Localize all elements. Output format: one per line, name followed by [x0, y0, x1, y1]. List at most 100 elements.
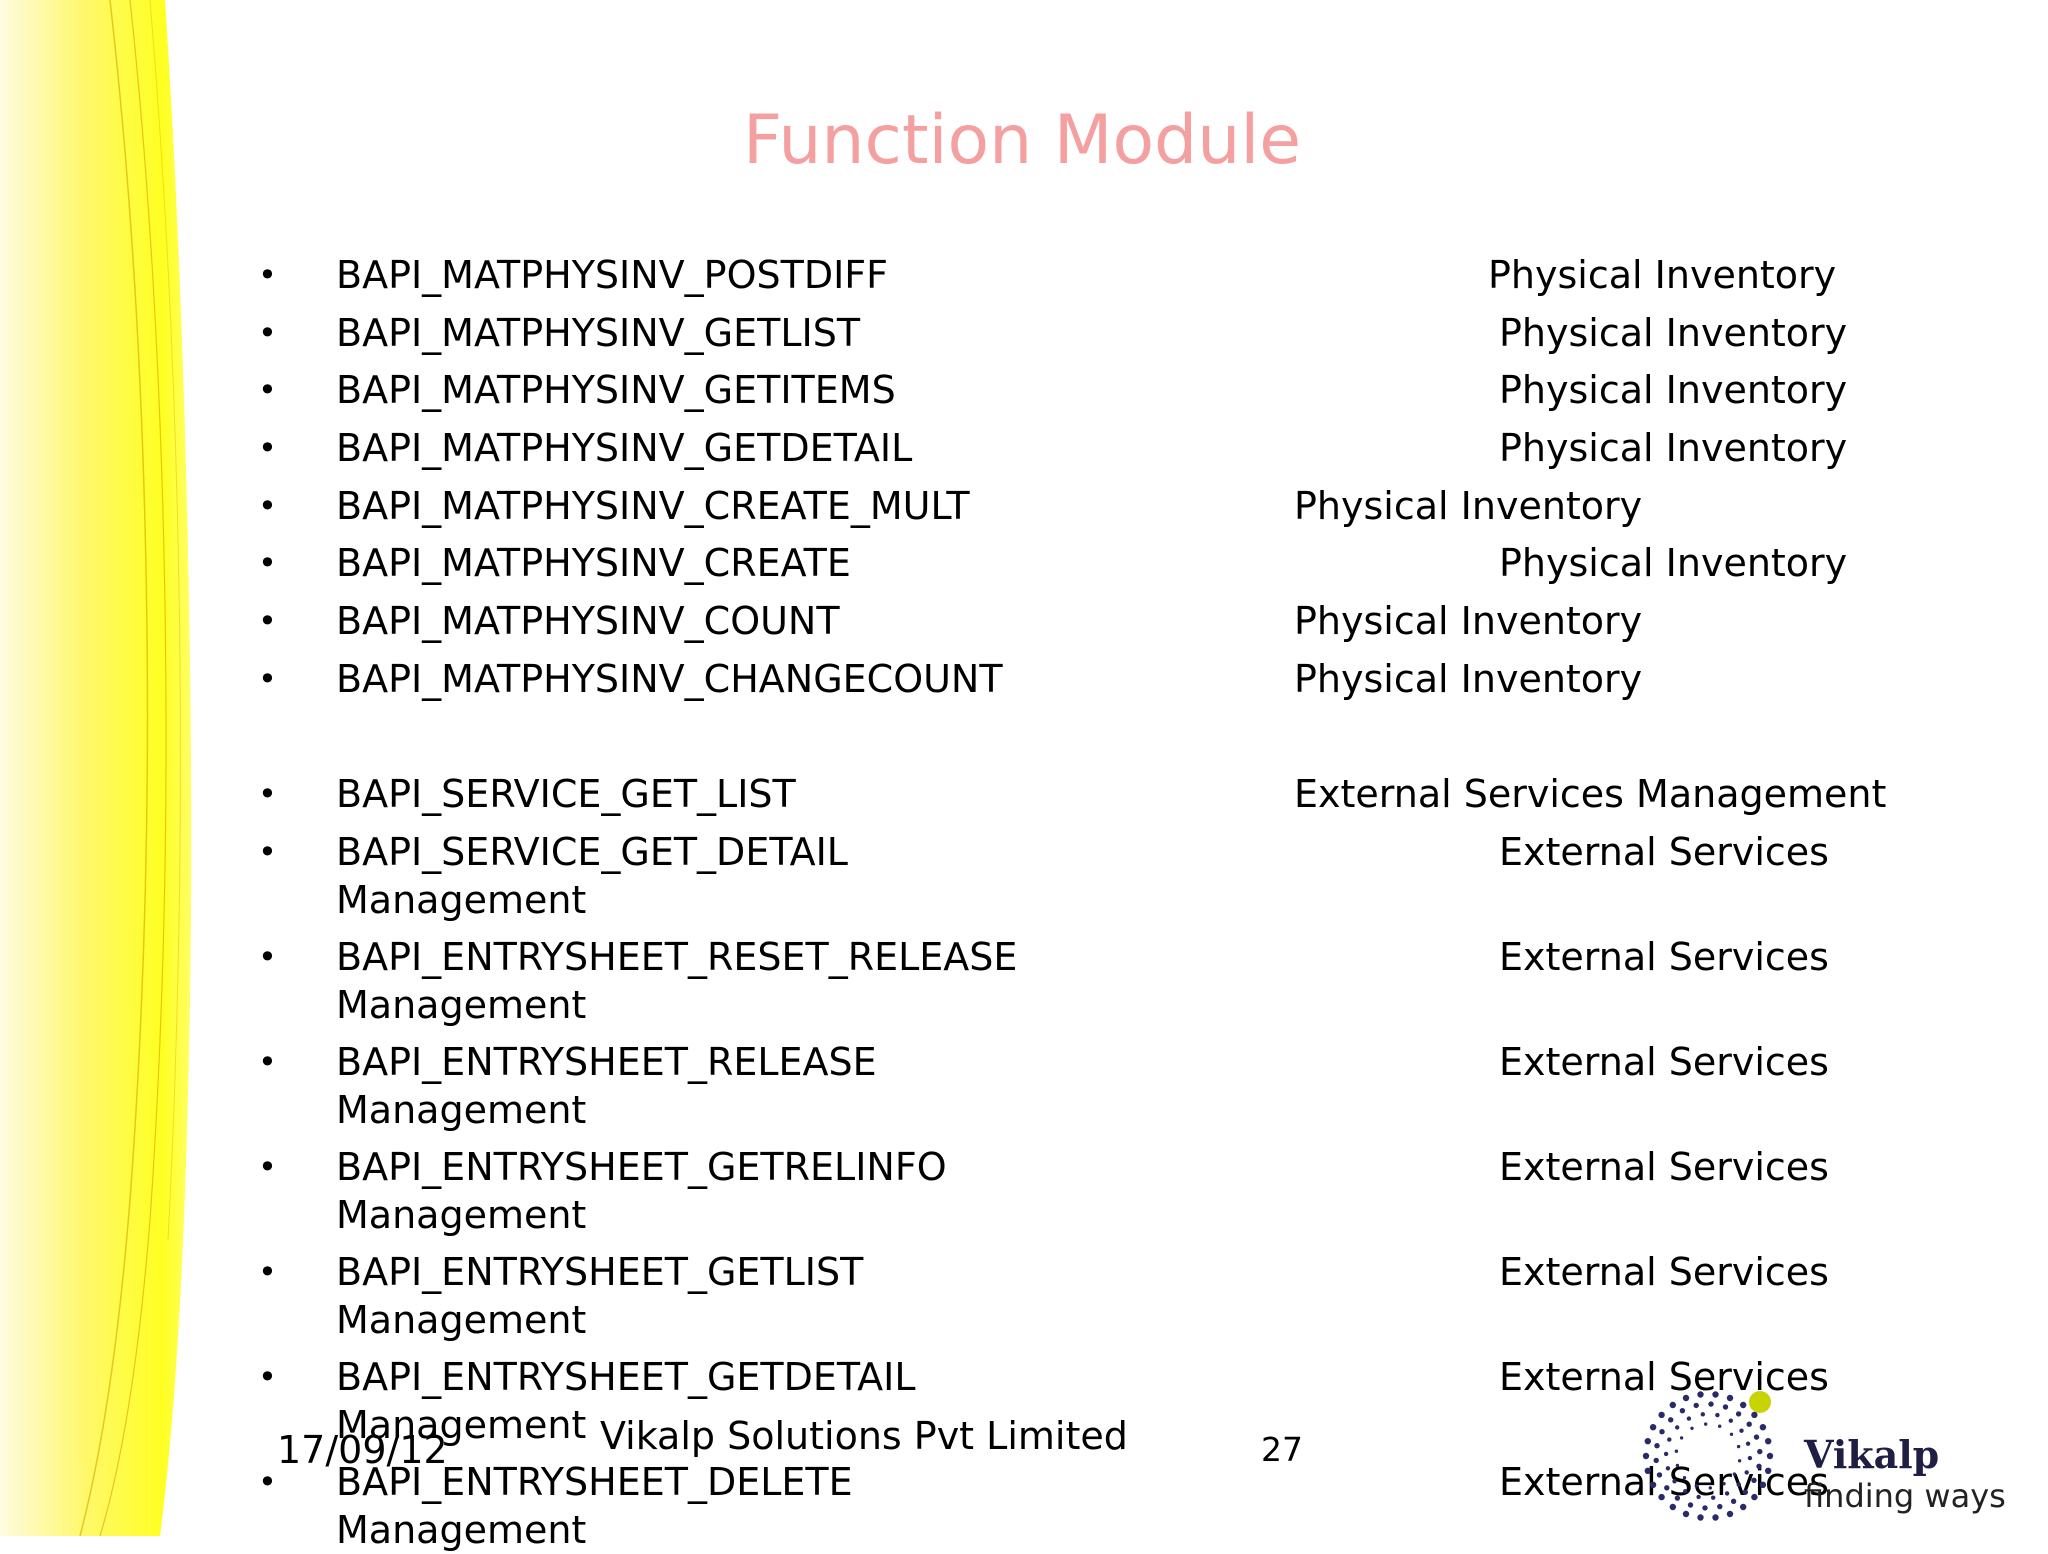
function-category: Physical Inventory [1499, 311, 1848, 355]
logo-dot [1682, 1510, 1690, 1518]
logo-dot [1704, 1422, 1708, 1426]
logo-dot [1765, 1438, 1772, 1445]
logo-dot [1642, 1452, 1650, 1460]
logo-dot [1756, 1463, 1762, 1469]
logo-dot [1717, 1503, 1723, 1510]
bullet-icon: • [258, 833, 277, 871]
function-category: Physical Inventory [1294, 599, 1643, 643]
footer-page-number: 27 [1261, 1430, 1303, 1469]
function-category-wrap: Management [336, 1193, 587, 1237]
logo-dot [1667, 1437, 1672, 1442]
bullet-icon: • [258, 1253, 277, 1291]
logo-dot [1696, 1494, 1701, 1500]
function-name: BAPI_MATPHYSINV_POSTDIFF [336, 253, 889, 297]
function-category-wrap: Management [336, 878, 587, 922]
logo-dot [1739, 1428, 1744, 1433]
logo-dot [1736, 1482, 1741, 1487]
logo-dot [1729, 1432, 1734, 1436]
bullet-icon: • [258, 938, 277, 976]
logo-dot [1675, 1425, 1680, 1430]
function-category-wrap: Management [336, 983, 587, 1027]
bullet-icon: • [258, 371, 277, 409]
logo-dot [1644, 1438, 1651, 1445]
footer-date: 17/09/12 [277, 1428, 448, 1472]
logo-dot [1686, 1416, 1692, 1421]
function-name: BAPI_MATPHYSINV_GETDETAIL [336, 426, 913, 470]
logo-dot [1658, 1411, 1665, 1419]
logo-dot [1669, 1503, 1676, 1511]
logo-name: Vikalp [1804, 1432, 1940, 1477]
logo-dot [1740, 1503, 1747, 1511]
function-name: BAPI_MATPHYSINV_GETLIST [336, 311, 861, 355]
logo-dot [1759, 1424, 1767, 1431]
logo-dot [1747, 1455, 1753, 1461]
function-category: External Services [1499, 1355, 1829, 1399]
logo-dot [1649, 1481, 1657, 1488]
logo-dot [1737, 1459, 1742, 1463]
bullet-icon: • [258, 314, 277, 352]
logo-dot [1654, 1443, 1660, 1449]
function-category: External Services [1499, 1145, 1829, 1189]
logo-dot [1644, 1467, 1651, 1474]
logo-dot [1735, 1411, 1742, 1417]
function-category: External Services [1499, 1250, 1829, 1294]
function-category: Physical Inventory [1499, 426, 1848, 470]
logo-dot [1694, 1484, 1698, 1488]
logo-dot [1649, 1424, 1657, 1431]
function-name: BAPI_ENTRYSHEET_GETRELINFO [336, 1145, 947, 1189]
function-category-wrap: Management [336, 1298, 587, 1342]
bullet-icon: • [258, 1463, 277, 1501]
logo-dot [1726, 1510, 1734, 1518]
logo-dot [1724, 1491, 1730, 1496]
vikalp-logo-icon [1642, 1391, 1774, 1521]
logo-dot [1702, 1505, 1708, 1511]
function-name: BAPI_ENTRYSHEET_RELEASE [336, 1040, 877, 1084]
function-name: BAPI_ENTRYSHEET_RESET_RELEASE [336, 935, 1018, 979]
logo-dot [1711, 1495, 1716, 1500]
function-name: BAPI_MATPHYSINV_CHANGECOUNT [336, 657, 1003, 701]
logo-dot [1765, 1467, 1772, 1474]
bullet-icon: • [258, 775, 277, 813]
bullet-icon: • [258, 487, 277, 525]
bullet-icon: • [258, 429, 277, 467]
logo-dot [1740, 1401, 1747, 1409]
function-category: External Services [1499, 830, 1829, 874]
logo-dot [1665, 1466, 1671, 1471]
logo-dot [1751, 1493, 1758, 1501]
logo-dot [1669, 1401, 1676, 1409]
function-name: BAPI_ENTRYSHEET_GETDETAIL [336, 1355, 916, 1399]
logo-dot [1712, 1514, 1719, 1521]
logo-dot [1728, 1418, 1733, 1423]
function-category-wrap: Management [336, 1508, 587, 1552]
logo-dot [1745, 1441, 1751, 1446]
logo-dot [1683, 1489, 1688, 1494]
logo-dot [1712, 1391, 1719, 1398]
logo-dot [1697, 1391, 1704, 1398]
bullet-icon: • [258, 1358, 277, 1396]
logo-dot [1663, 1451, 1669, 1457]
function-name: BAPI_SERVICE_GET_LIST [336, 772, 796, 816]
logo-dot [1746, 1421, 1752, 1427]
logo-dot [1674, 1495, 1681, 1501]
logo-dot [1682, 1476, 1687, 1480]
function-name: BAPI_MATPHYSINV_CREATE_MULT [336, 484, 970, 528]
logo-dot [1730, 1498, 1737, 1504]
logo-dot [1656, 1472, 1663, 1478]
bullet-icon: • [258, 1148, 277, 1186]
logo-dot [1726, 1394, 1734, 1402]
function-category: Physical Inventory [1499, 368, 1848, 412]
logo-dot [1722, 1482, 1726, 1486]
yellow-swoosh-decoration [0, 0, 192, 1536]
logo-dot [1751, 1411, 1758, 1419]
logo-dot [1674, 1449, 1679, 1453]
logo-dot [1744, 1470, 1749, 1475]
logo-dot [1679, 1408, 1686, 1414]
logo-dot [1700, 1412, 1705, 1417]
logo-dot [1753, 1434, 1760, 1440]
slide-title: Function Module [742, 101, 1302, 180]
footer-company: Vikalp Solutions Pvt Limited [600, 1414, 1128, 1458]
function-category-wrap: Management [336, 1403, 587, 1447]
logo-dot [1722, 1404, 1729, 1410]
function-category: Physical Inventory [1294, 484, 1643, 528]
logo-dot [1751, 1477, 1757, 1483]
